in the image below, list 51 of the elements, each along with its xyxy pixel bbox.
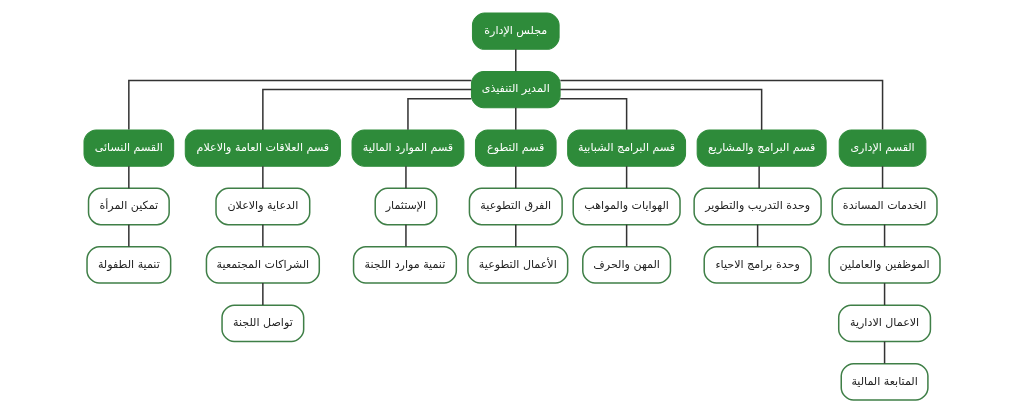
connector xyxy=(756,223,759,247)
connector xyxy=(515,223,517,247)
node-box: الاعمال الادارية xyxy=(837,304,932,342)
node-box: وحدة التدريب والتطوير xyxy=(693,187,822,225)
node-box: تمكين المرأة xyxy=(87,187,170,225)
node-box: قسم البرامج الشبابية xyxy=(567,128,687,167)
connector xyxy=(405,164,407,189)
node-box: القسم الإدارى xyxy=(838,128,927,167)
connector xyxy=(407,97,473,130)
connector xyxy=(128,223,130,247)
node-box: الأعمال التطوعية xyxy=(467,245,569,284)
connector xyxy=(758,164,760,189)
node-box: الخدمات المساندة xyxy=(831,187,938,225)
node-box: الموظفين والعاملين xyxy=(828,245,941,284)
connector xyxy=(405,223,407,247)
node-box: الهوايات والمواهب xyxy=(572,187,681,225)
connector xyxy=(883,340,886,364)
node-box: الفرق التطوعية xyxy=(468,187,563,225)
connector xyxy=(625,164,628,189)
node-box: قسم التطوع xyxy=(474,128,557,167)
node-box: قسم الموارد المالية xyxy=(351,128,465,167)
connector xyxy=(128,164,130,189)
node-box: المدير التنفيذى xyxy=(470,70,561,108)
connector xyxy=(883,281,886,306)
node-box: المتابعة المالية xyxy=(840,362,929,401)
connector xyxy=(515,48,517,72)
node-box: وحدة برامج الاحياء xyxy=(703,245,812,284)
connector xyxy=(515,106,517,130)
connector xyxy=(559,79,884,130)
node-box: تنمية الطفولة xyxy=(86,245,172,284)
node-box: القسم النسائى xyxy=(83,128,175,167)
node-box: المهن والحرف xyxy=(582,245,672,284)
connector xyxy=(262,164,264,189)
connector xyxy=(262,88,473,131)
connector xyxy=(559,88,763,131)
node-box: الشراكات المجتمعية xyxy=(205,245,321,284)
connector xyxy=(262,281,264,306)
connector xyxy=(128,79,473,130)
connector xyxy=(625,223,628,247)
node-box: تنمية موارد اللجنة xyxy=(352,245,458,284)
connector xyxy=(262,223,264,247)
connector xyxy=(515,164,517,189)
node-box: قسم البرامج والمشاريع xyxy=(696,128,827,167)
connector xyxy=(883,223,886,247)
connector xyxy=(881,164,884,189)
node-box: تواصل اللجنة xyxy=(221,304,305,342)
node-box: قسم العلاقات العامة والاعلام xyxy=(184,128,341,167)
node-box: مجلس الإدارة xyxy=(471,12,560,50)
node-box: الدعاية والاعلان xyxy=(215,187,311,225)
connector xyxy=(559,97,628,130)
node-box: الإستثمار xyxy=(374,187,438,225)
